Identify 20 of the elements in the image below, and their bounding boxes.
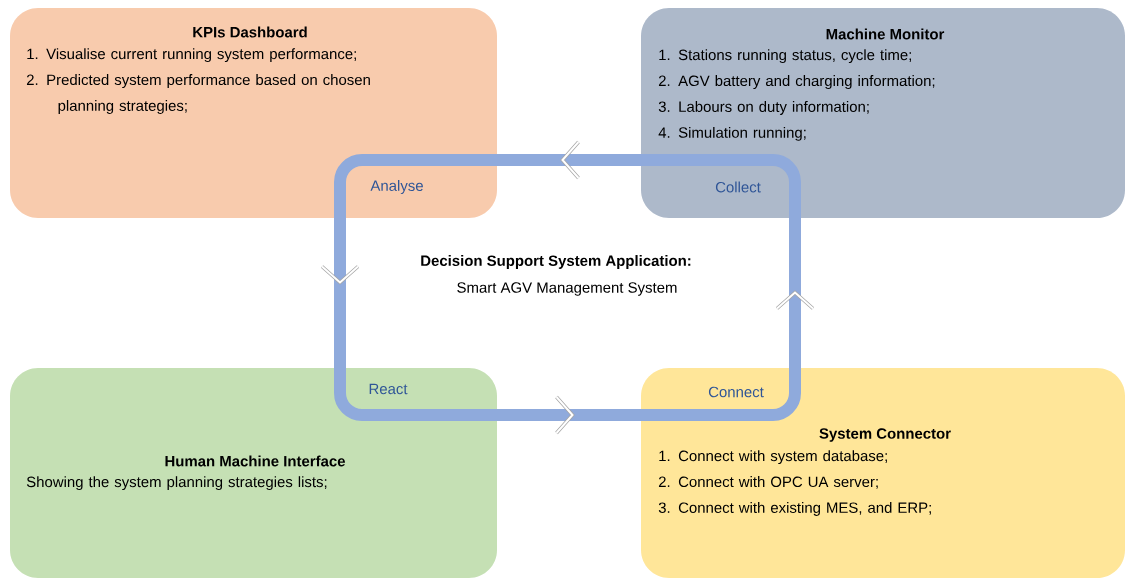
list-item: 1. Connect with system database; [659, 450, 887, 465]
app-subtitle: Smart AGV Management System [457, 282, 677, 296]
box-title: Human Machine Interface [165, 455, 345, 467]
list-item: Showing the system planning strategies lists; [26, 476, 327, 491]
list-item: 3. Connect with existing MES, and ERP; [658, 502, 931, 516]
list-item: 1. Stations running status, cycle time; [659, 49, 911, 64]
app-title: Decision Support System Application: [421, 255, 691, 269]
stage-label: Analyse [370, 180, 423, 194]
list-item: 3. Labours on duty information; [658, 101, 869, 115]
stage-label: React [369, 383, 408, 395]
stage-label: Connect [708, 386, 764, 398]
list-item: 1. Visualise current running system performance; [27, 48, 356, 63]
list-item: 2. Connect with OPC UA server; [658, 476, 878, 489]
list-item: 2. Predicted system performance based on chosen planning strategies; [26, 74, 370, 114]
list-item: 2. AGV battery and charging information; [658, 75, 935, 89]
box-title: KPIs Dashboard [193, 26, 307, 38]
box-title: Machine Monitor [826, 28, 945, 40]
list-item: 4. Simulation running; [658, 126, 806, 141]
box-title: System Connector [819, 428, 951, 442]
stage-label: Collect [715, 181, 761, 193]
